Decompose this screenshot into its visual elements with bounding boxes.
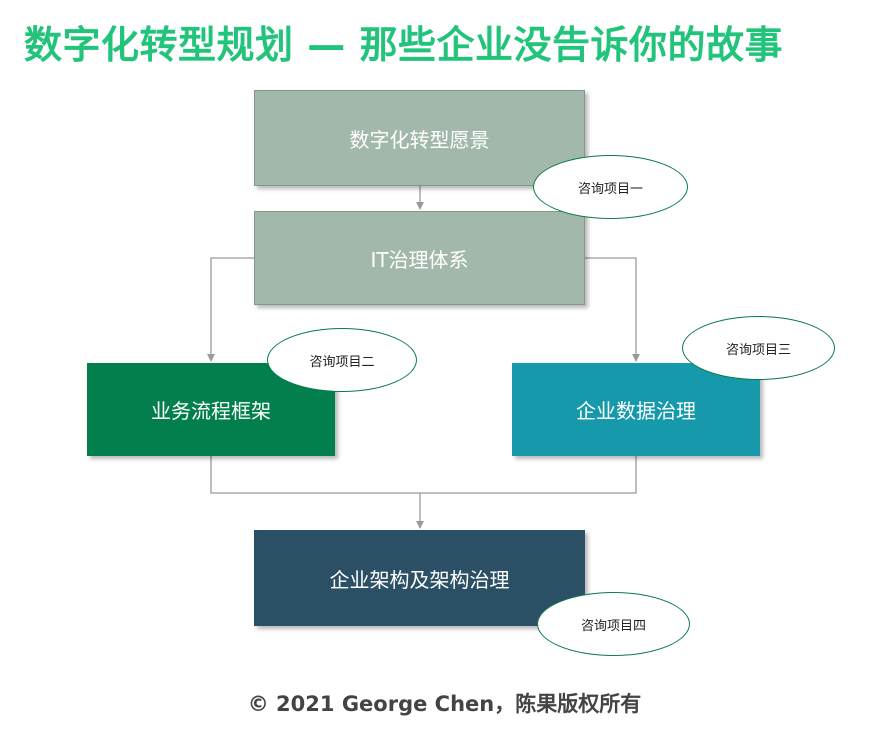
box-it-governance-label: IT治理体系 xyxy=(370,247,469,272)
project-ellipse-3: 咨询项目三 xyxy=(682,316,835,380)
connector-it-to-process xyxy=(207,257,254,362)
page-title: 数字化转型规划 — 那些企业没告诉你的故事 xyxy=(24,23,783,67)
box-data-governance-label: 企业数据治理 xyxy=(576,399,696,423)
box-it-governance: IT治理体系 xyxy=(254,211,585,305)
copyright-footer: © 2021 George Chen，陈果版权所有 xyxy=(247,692,642,716)
box-data-governance: 企业数据治理 xyxy=(512,363,760,456)
project-ellipse-4: 咨询项目四 xyxy=(537,592,690,656)
connector-data-merge xyxy=(420,456,637,494)
connector-process-merge xyxy=(210,456,420,494)
box-enterprise-architecture: 企业架构及架构治理 xyxy=(254,530,585,626)
project-ellipse-4-label: 咨询项目四 xyxy=(580,618,646,634)
box-transformation-vision-label: 数字化转型愿景 xyxy=(349,127,490,152)
box-transformation-vision: 数字化转型愿景 xyxy=(254,90,585,186)
connector-it-to-data xyxy=(585,257,640,362)
project-ellipse-2: 咨询项目二 xyxy=(267,328,417,392)
box-business-process-label: 业务流程框架 xyxy=(151,399,271,423)
project-ellipse-1-label: 咨询项目一 xyxy=(577,181,643,197)
box-enterprise-architecture-label: 企业架构及架构治理 xyxy=(329,567,510,592)
project-ellipse-1: 咨询项目一 xyxy=(533,155,688,219)
project-ellipse-2-label: 咨询项目二 xyxy=(309,354,375,370)
project-ellipse-3-label: 咨询项目三 xyxy=(725,342,791,358)
